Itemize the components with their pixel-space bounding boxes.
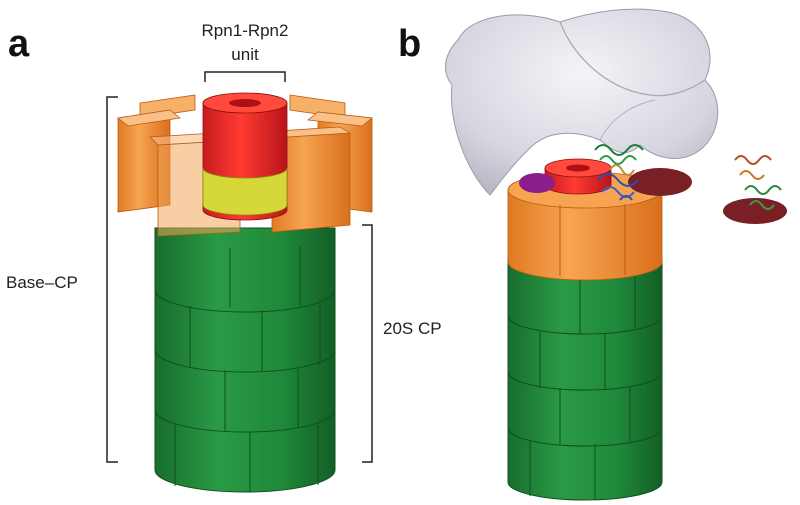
rpn-label-line2: unit [231,45,259,64]
panel-a: a Rpn1-Rpn2 unit Base–CP 20S CP [6,21,442,493]
cp20s-label: 20S CP [383,319,442,338]
maroon-subunit-detached [723,198,787,224]
panel-b-letter: b [398,23,421,65]
cp20s-bracket [362,224,373,463]
rpn-bracket [204,71,286,82]
rpn-core [202,92,288,221]
panel-a-letter: a [8,23,30,65]
cp20s-cylinder-b [507,257,663,501]
protein-ribbon-right [734,155,782,210]
panel-b: b [398,8,787,501]
base-cp-bracket [106,96,118,463]
maroon-subunit [628,168,692,196]
rpn-label-line1: Rpn1-Rpn2 [202,21,289,40]
base-cp-label: Base–CP [6,273,78,292]
cp20s-cylinder [154,227,336,493]
lid-density [444,8,719,196]
purple-subunit [519,173,555,193]
protein-ribbon-center [594,144,644,201]
rpn-core-b [544,158,612,195]
